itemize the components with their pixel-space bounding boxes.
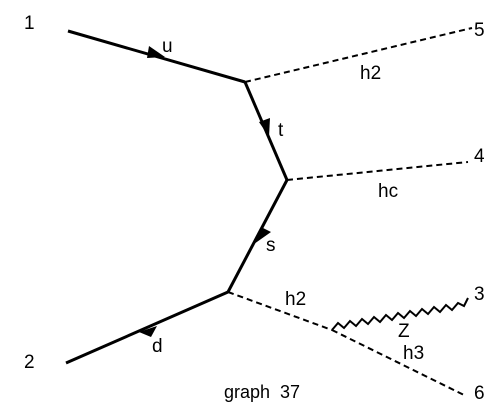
propagator-label-s: s [266,235,276,256]
fermion-lines [65,29,289,365]
vector-line-z [331,297,469,331]
scalar-lines [227,27,473,397]
propagator-label-h2-top: h2 [360,63,381,84]
external-label-1: 1 [24,13,35,34]
graph-caption: graph 37 [224,382,300,402]
propagator-label-d: d [152,336,163,357]
external-label-6: 6 [474,383,485,404]
arrow-t-icon [259,118,270,137]
arrow-u-icon [147,46,165,58]
external-label-2: 2 [24,352,35,373]
external-label-3: 3 [474,284,485,305]
arrow-d-icon [139,326,157,337]
external-label-4: 4 [474,146,485,167]
propagator-label-h2-bottom: h2 [285,289,306,310]
scalar-line-h2-top [244,27,473,83]
arrow-s-icon [254,227,271,244]
propagator-label-u: u [162,36,173,57]
scalar-line-hc [286,161,469,181]
external-label-5: 5 [474,20,485,41]
propagator-label-z: Z [398,321,410,342]
fermion-line-d [65,290,229,365]
scalar-line-h3 [331,329,467,397]
propagator-label-t: t [278,120,284,141]
scalar-line-h2-bottom [227,291,333,331]
propagator-label-hc: hc [378,181,398,202]
propagator-label-h3: h3 [403,343,424,364]
